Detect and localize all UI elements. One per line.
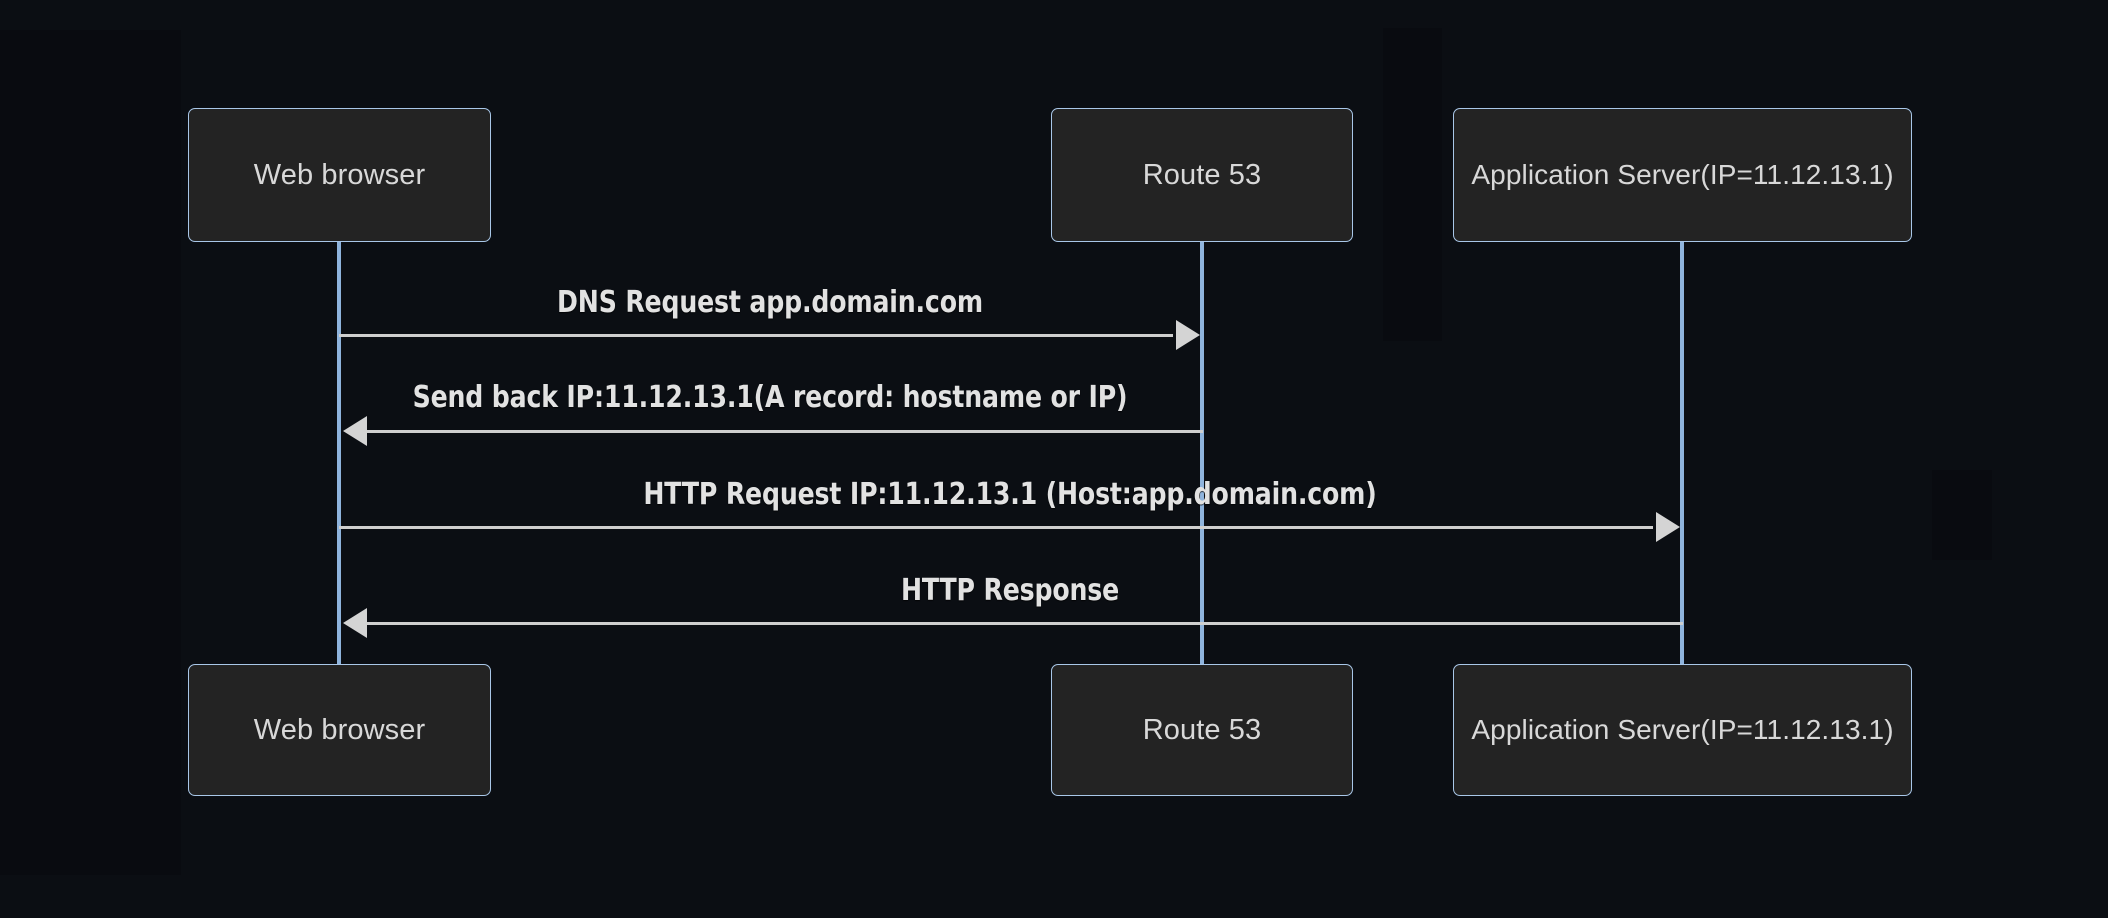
- message-line-http-request: [339, 526, 1653, 529]
- participant-box-web-browser-bottom[interactable]: Web browser: [188, 664, 491, 796]
- message-label-http-response: HTTP Response: [901, 573, 1119, 608]
- arrowhead-send-back-ip: [343, 416, 367, 446]
- arrowhead-http-response: [343, 608, 367, 638]
- background-panel-left: [0, 30, 181, 875]
- participant-box-route-53-bottom[interactable]: Route 53: [1051, 664, 1353, 796]
- participant-box-application-server-bottom[interactable]: Application Server(IP=11.12.13.1): [1453, 664, 1912, 796]
- message-label-dns-request: DNS Request app.domain.com: [557, 285, 983, 320]
- lifeline-route-53: [1200, 240, 1204, 668]
- participant-box-web-browser-top[interactable]: Web browser: [188, 108, 491, 242]
- message-label-send-back-ip: Send back IP:11.12.13.1(A record: hostna…: [412, 380, 1128, 415]
- participant-box-route-53-top[interactable]: Route 53: [1051, 108, 1353, 242]
- lifeline-application-server: [1680, 240, 1684, 668]
- message-line-send-back-ip: [367, 430, 1203, 433]
- background-panel-upper-right: [1383, 28, 1442, 341]
- arrowhead-http-request: [1656, 512, 1680, 542]
- message-line-http-response: [367, 622, 1683, 625]
- message-line-dns-request: [339, 334, 1173, 337]
- message-label-http-request: HTTP Request IP:11.12.13.1 (Host:app.dom…: [643, 477, 1377, 512]
- participant-box-application-server-top[interactable]: Application Server(IP=11.12.13.1): [1453, 108, 1912, 242]
- lifeline-web-browser: [337, 240, 341, 668]
- background-panel-mid-right: [1932, 470, 1992, 560]
- arrowhead-dns-request: [1176, 320, 1200, 350]
